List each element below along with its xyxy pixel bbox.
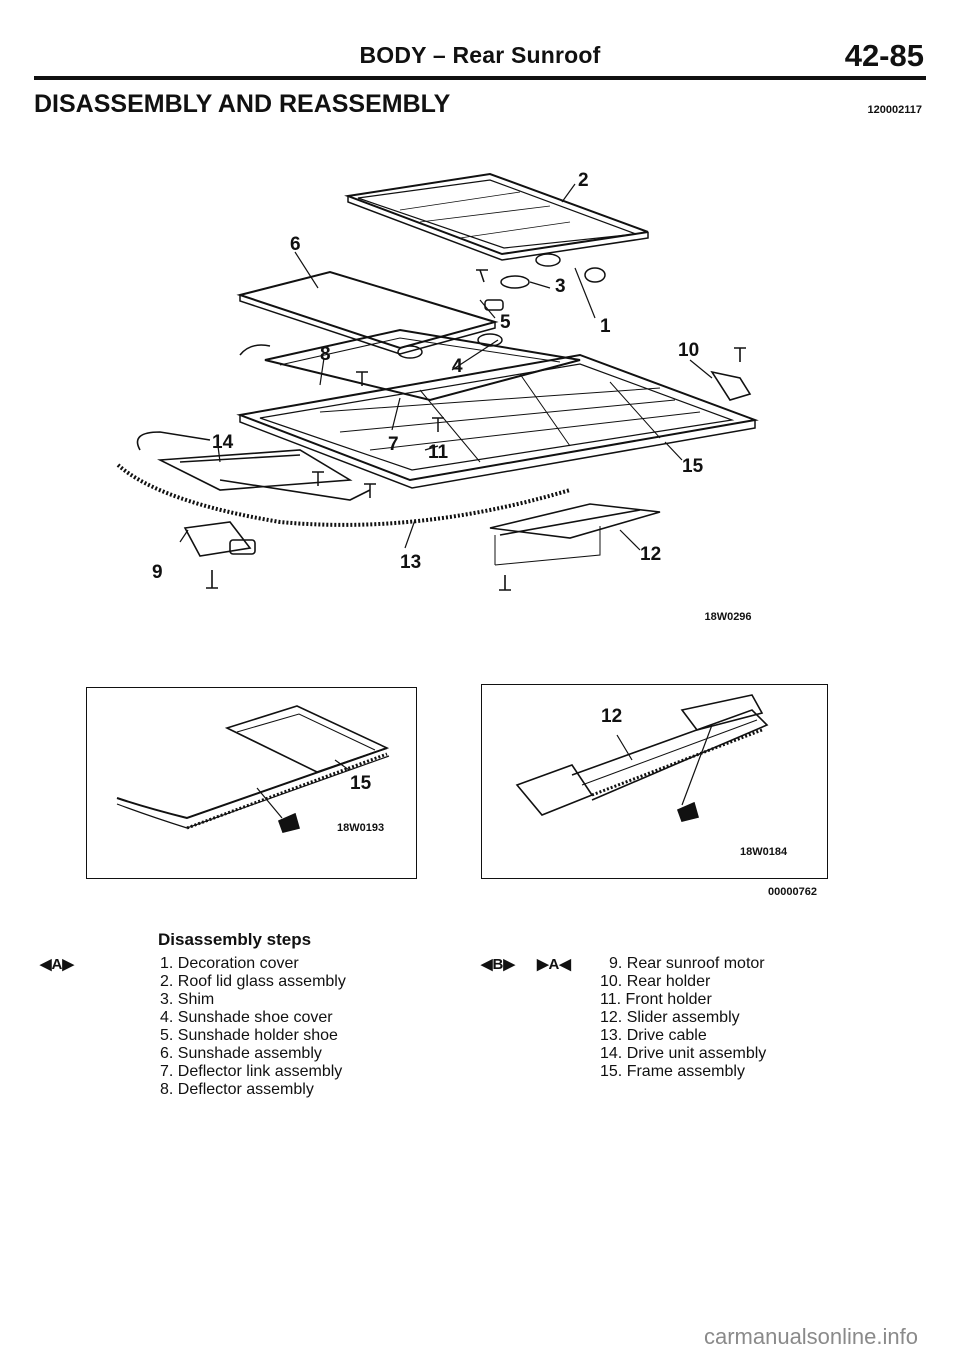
left-detail-code: 18W0193	[337, 822, 384, 834]
deflector-drawing	[239, 328, 581, 402]
frame-detail-illustration: 15 18W0193	[116, 705, 390, 834]
main-figure-code: 18W0296	[704, 611, 751, 623]
part-callout-8: 8	[320, 344, 331, 365]
step-item: 12. Slider assembly	[600, 1009, 740, 1026]
part-callout-1: 1	[600, 316, 611, 337]
section-code: 120002117	[867, 104, 922, 116]
step-mark-b: ◀B▶	[481, 956, 515, 973]
step-item: 1. Decoration cover	[160, 955, 299, 972]
figure-group-code: 00000762	[768, 886, 817, 898]
roof-lid-glass-drawing	[344, 172, 649, 261]
step-item: 15. Frame assembly	[600, 1063, 745, 1080]
frame-assembly-drawing	[236, 353, 759, 489]
part-callout-5: 5	[500, 312, 511, 333]
step-item: 14. Drive unit assembly	[600, 1045, 767, 1062]
header-rule	[34, 76, 926, 80]
sunshade-drawing	[236, 270, 499, 355]
page-header-title: BODY – Rear Sunroof	[359, 42, 601, 68]
step-item: 9. Rear sunroof motor	[609, 955, 765, 972]
part-callout-9: 9	[152, 562, 163, 583]
rear-holder-drawing	[710, 347, 752, 401]
drive-unit-drawing	[136, 431, 371, 501]
step-item: 2. Roof lid glass assembly	[160, 973, 346, 990]
shoe-parts-drawing	[397, 253, 606, 359]
part-callout-6: 6	[290, 234, 301, 255]
part-callout-2: 2	[578, 170, 589, 191]
step-item: 10. Rear holder	[600, 973, 711, 990]
page-number: 42-85	[844, 38, 924, 73]
watermark: carmanualsonline.info	[703, 1324, 918, 1349]
step-mark-c: ▶A◀	[537, 956, 571, 973]
steps-heading: Disassembly steps	[158, 930, 312, 949]
step-item: 4. Sunshade shoe cover	[160, 1009, 333, 1026]
detail-panel-frame: 12 18W0184	[481, 684, 828, 879]
part-callout-4: 4	[452, 356, 463, 377]
drive-cable-drawing	[116, 463, 571, 527]
step-item: 7. Deflector link assembly	[160, 1063, 343, 1080]
right-detail-callout: 12	[601, 706, 622, 727]
part-callout-7: 7	[388, 434, 399, 455]
part-callout-12: 12	[640, 544, 661, 565]
callout-leader-lines	[179, 183, 713, 551]
part-callout-15: 15	[682, 456, 704, 477]
section-title: DISASSEMBLY AND REASSEMBLY	[34, 90, 451, 118]
slider-assembly-drawing	[489, 503, 661, 591]
step-item: 13. Drive cable	[600, 1027, 707, 1044]
detail-panel-frame: 15 18W0193	[86, 687, 417, 879]
part-callout-14: 14	[212, 432, 234, 453]
right-detail-code: 18W0184	[740, 846, 788, 858]
step-item: 3. Shim	[160, 991, 215, 1008]
part-callout-10: 10	[678, 340, 699, 361]
step-mark-a: ◀A▶	[40, 956, 74, 973]
screw-icons-drawing	[312, 371, 444, 498]
step-item: 8. Deflector assembly	[160, 1081, 314, 1098]
part-callout-13: 13	[400, 552, 421, 573]
step-item: 5. Sunshade holder shoe	[160, 1027, 338, 1044]
step-item: 6. Sunshade assembly	[160, 1045, 322, 1062]
left-detail-callout: 15	[350, 773, 372, 794]
slider-detail-illustration: 12 18W0184	[515, 694, 788, 858]
part-callout-3: 3	[555, 276, 566, 297]
step-item: 11. Front holder	[600, 991, 712, 1008]
exploded-view-illustration: 2 6 3 5 1 8 4 10 14 7 11 15 9 13 12 18W0296	[116, 170, 759, 623]
part-callout-11: 11	[428, 442, 449, 463]
rear-sunroof-motor-drawing	[183, 521, 256, 589]
